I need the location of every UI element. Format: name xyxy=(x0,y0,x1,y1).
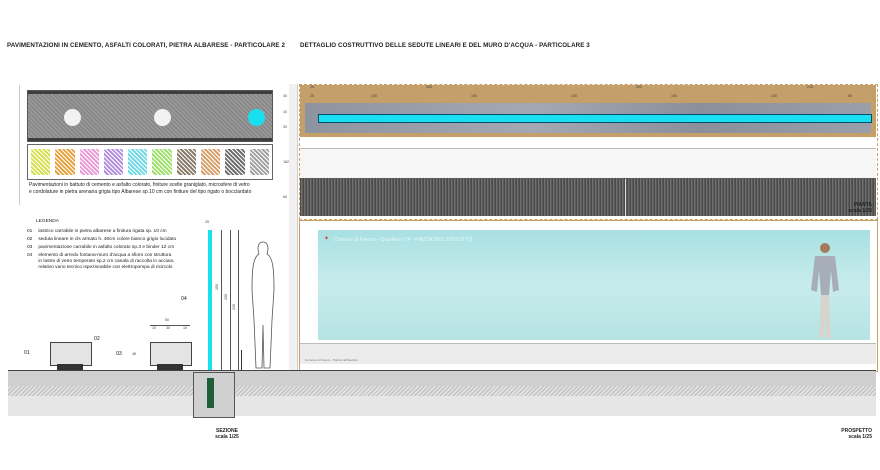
label-04: 04 xyxy=(181,296,187,302)
paving-description: Pavimentazioni in battuto di cemento e a… xyxy=(29,182,252,195)
dim-line-seat xyxy=(150,325,190,326)
dim-v-10: 10 xyxy=(283,110,287,114)
dim-v-60: 60 xyxy=(283,195,287,199)
dim-top-300a: 300 xyxy=(426,85,432,89)
label-02: 02 xyxy=(94,336,100,342)
dim-line-vertical-2 xyxy=(230,230,231,370)
seat-plan-white xyxy=(300,148,876,180)
color-swatch xyxy=(176,149,197,175)
color-swatch xyxy=(128,149,148,175)
dim-sub-150a: 150 xyxy=(371,94,377,98)
elevation-gravel-layer xyxy=(250,386,876,396)
title-particolare-3: DETTAGLIO COSTRUTTIVO DELLE SEDUTE LINEA… xyxy=(300,42,590,49)
plan-dim-row-top: 25 300 300 215 xyxy=(300,85,876,91)
technical-vault xyxy=(193,372,235,418)
dim-top-300b: 300 xyxy=(636,85,642,89)
dim-top-215: 215 xyxy=(807,85,813,89)
swatch-panel xyxy=(27,144,273,180)
bollard-post xyxy=(241,350,242,370)
human-figure-silhouette xyxy=(251,241,275,369)
plan-frame xyxy=(299,84,878,220)
scale-pianta: PIANTA scala 1/25 xyxy=(848,202,872,214)
dim-150: 150 xyxy=(215,284,219,290)
color-swatch xyxy=(103,149,124,175)
left-edge-strip xyxy=(9,85,20,205)
seat-elevation xyxy=(300,343,876,364)
seat-caption: Comune di Firenze - Piazza dell'Isolotto xyxy=(305,358,358,362)
dim-25: 25 xyxy=(205,220,209,224)
wood-deck-plan xyxy=(300,178,876,216)
section-gravel-layer xyxy=(8,386,292,396)
dim-sub-25: 25 xyxy=(310,94,314,98)
dim-sub-150c: 150 xyxy=(571,94,577,98)
deck-joint xyxy=(625,179,626,216)
glass-water-wall xyxy=(318,230,870,340)
dim-sub-150e: 150 xyxy=(771,94,777,98)
title-particolare-2: PAVIMENTAZIONI IN CEMENTO, ASFALTI COLOR… xyxy=(7,42,286,49)
dim-v-182: 182 xyxy=(283,160,289,164)
scale-prospetto: PROSPETTO scala 1/25 xyxy=(841,428,872,440)
water-wall-glass xyxy=(208,230,212,370)
dim-line-vertical-3 xyxy=(238,230,239,370)
dim-top-25: 25 xyxy=(310,85,314,89)
comune-logo-icon: ✦ xyxy=(324,236,330,242)
white-circle-marker-2 xyxy=(154,109,171,126)
color-swatch xyxy=(55,149,75,175)
color-swatch xyxy=(31,149,51,175)
dim-sub-150b: 150 xyxy=(471,94,477,98)
dim-10a: 10 xyxy=(152,326,156,330)
seat-base-right xyxy=(157,364,183,370)
dim-v-30: 30 xyxy=(283,125,287,129)
elevation-subsoil xyxy=(250,396,876,416)
legend-title: LEGENDA xyxy=(36,219,59,224)
person-walking-figure xyxy=(811,243,839,338)
water-channel-plan xyxy=(318,114,872,123)
elevation-left-column xyxy=(289,84,298,384)
color-swatch xyxy=(249,149,269,175)
white-circle-marker-1 xyxy=(64,109,81,126)
pump-channel xyxy=(207,378,214,408)
dim-v-40: 40 xyxy=(283,94,287,98)
plan-dim-row-sub: 25 150 150 150 150 150 65 xyxy=(300,94,876,100)
label-03: 03 xyxy=(116,351,122,357)
scale-sezione: SEZIONE scala 1/25 xyxy=(215,428,239,440)
color-swatch xyxy=(225,149,245,175)
dim-200: 200 xyxy=(224,294,228,300)
dim-48: 48 xyxy=(132,352,136,356)
glass-engraving-text: Comune di Firenze - Quartiere n°4 - PIAZ… xyxy=(334,237,473,243)
seat-section-right xyxy=(150,342,192,366)
dim-line-vertical-1 xyxy=(221,230,222,370)
color-swatch xyxy=(152,149,172,175)
dim-sub-65: 65 xyxy=(848,94,852,98)
dim-30: 30 xyxy=(166,326,170,330)
seat-base-left xyxy=(57,364,83,370)
paving-plan-strip xyxy=(27,90,273,142)
dim-230: 230 xyxy=(232,304,236,310)
dim-10b: 10 xyxy=(183,326,187,330)
dim-50: 50 xyxy=(165,318,169,322)
seat-section-left xyxy=(50,342,92,366)
dim-sub-150d: 150 xyxy=(671,94,677,98)
cyan-circle-marker xyxy=(248,109,265,126)
label-01: 01 xyxy=(24,350,30,356)
color-swatch xyxy=(201,149,221,175)
color-swatch xyxy=(79,149,99,175)
